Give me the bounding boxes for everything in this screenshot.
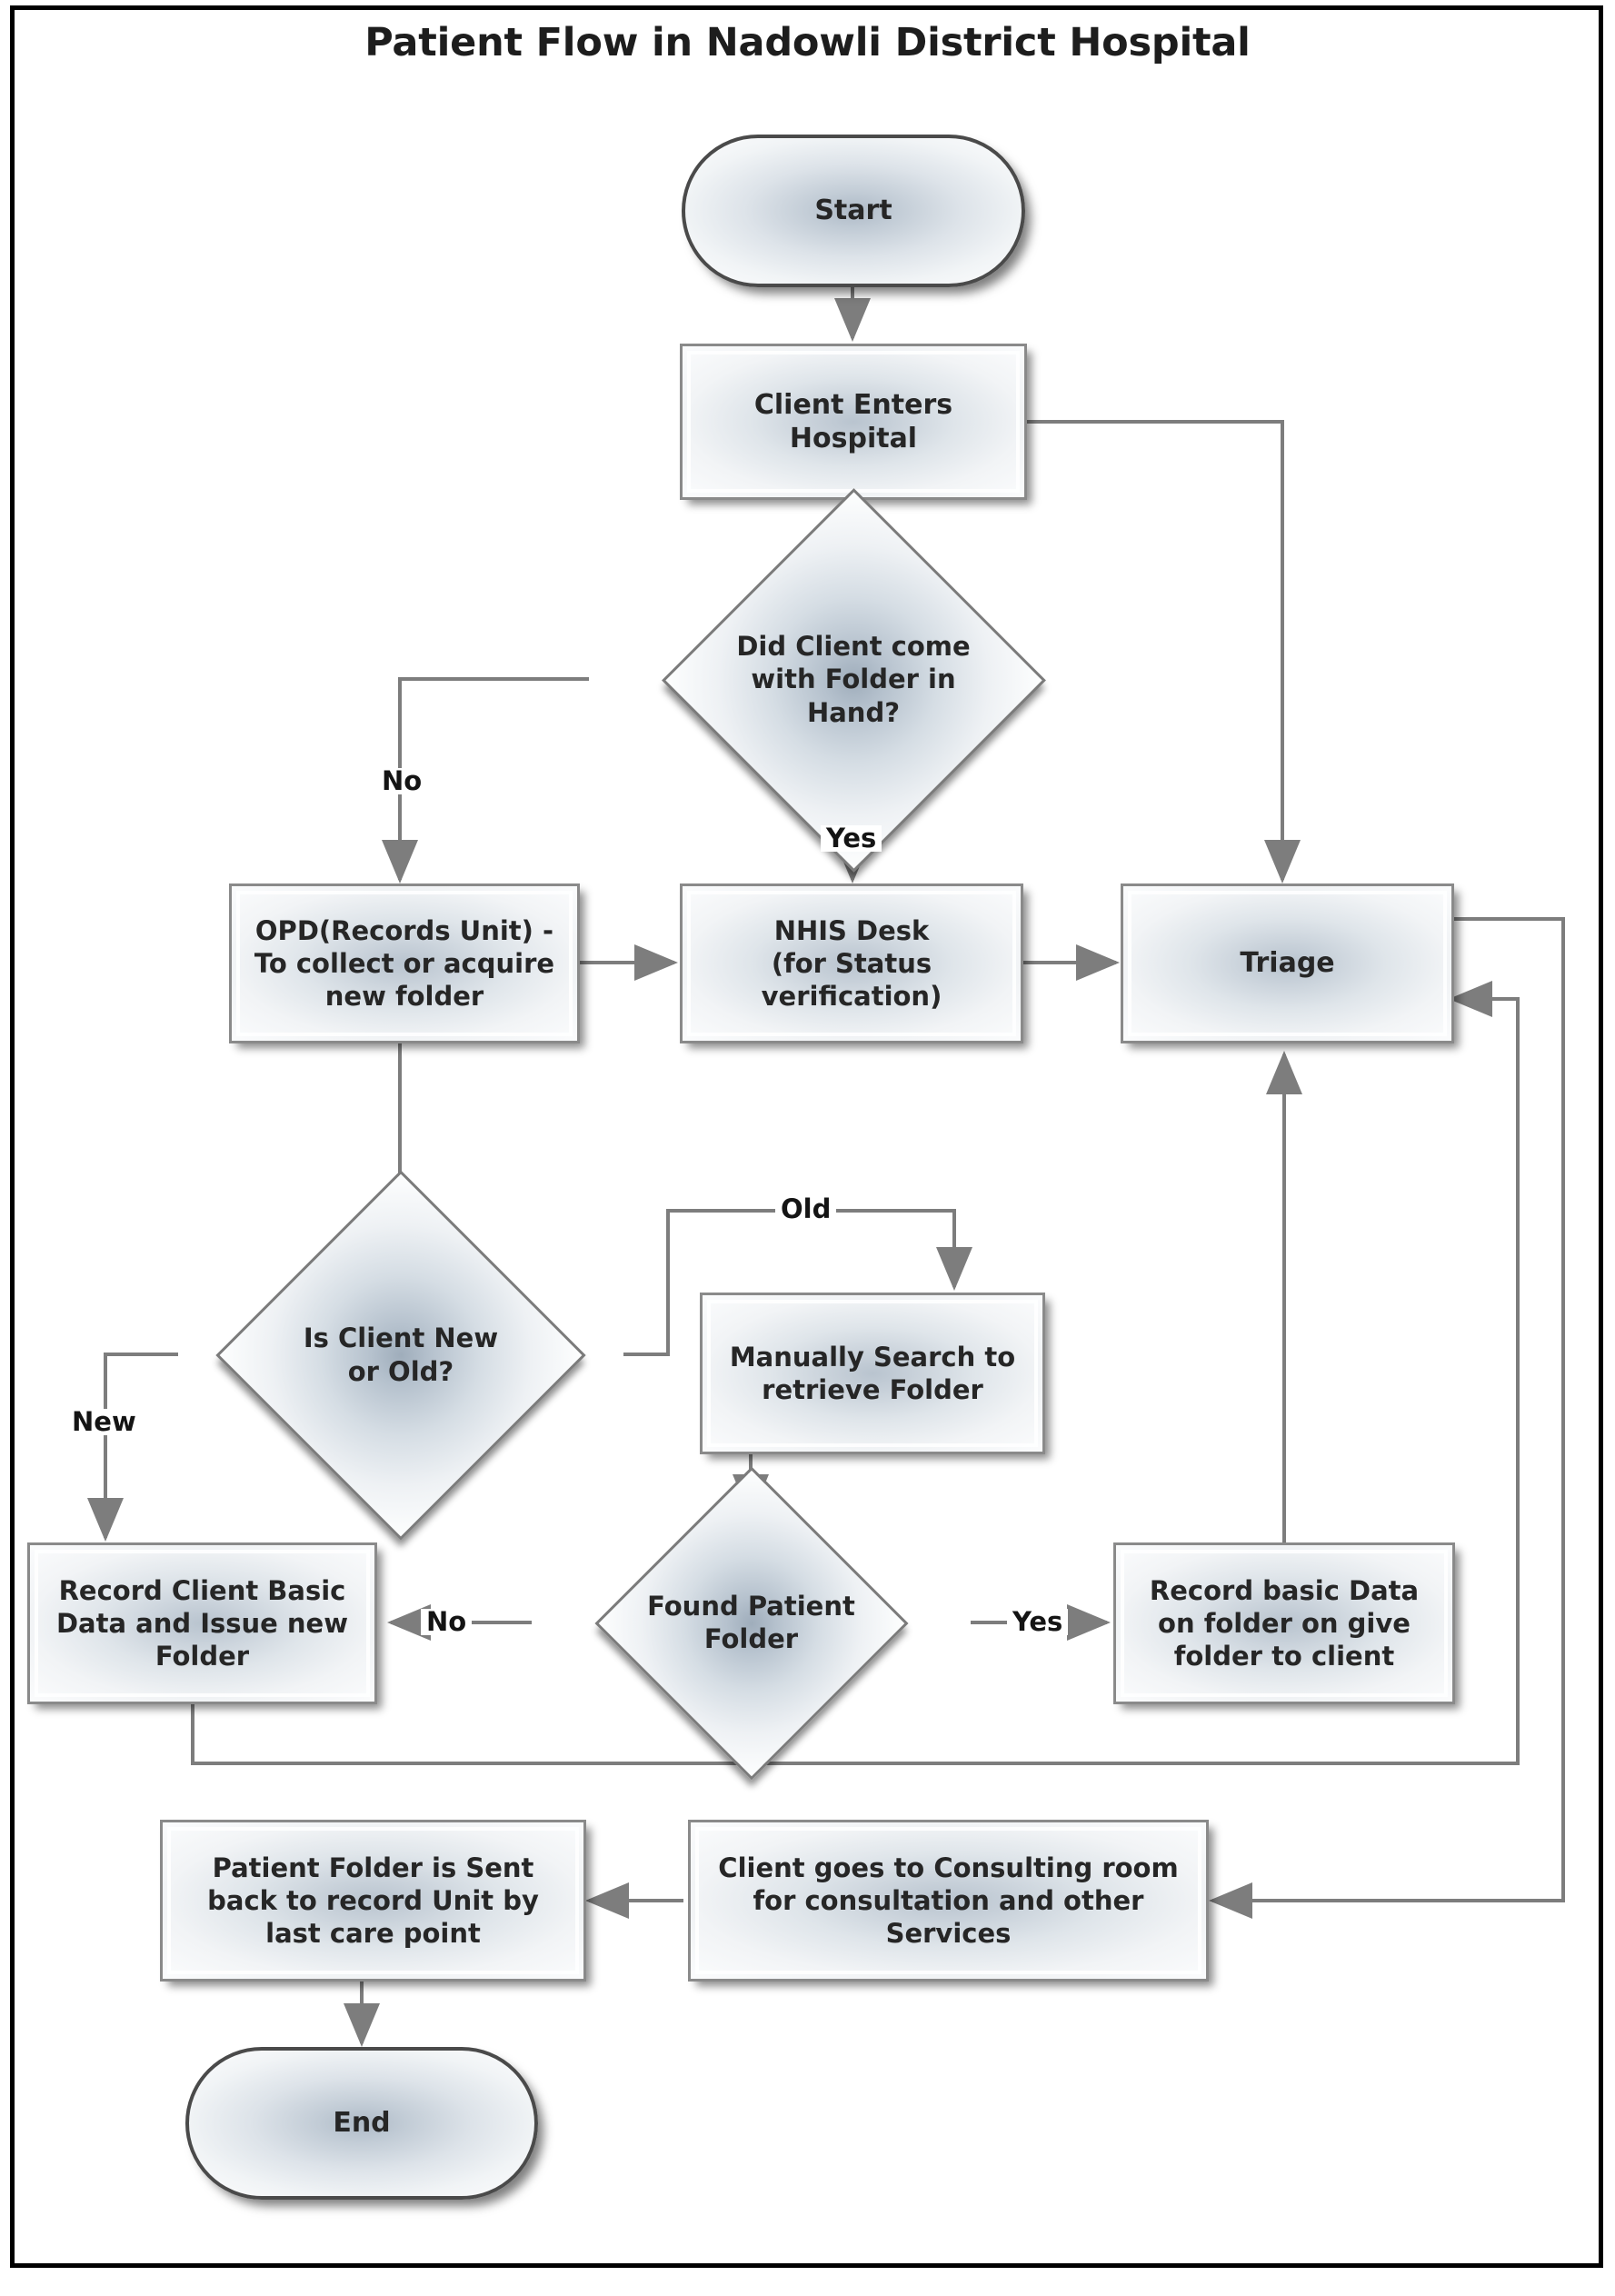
node-opd-records-unit-line2: To collect or acquire — [254, 947, 555, 979]
node-opd-records-unit-line1: OPD(Records Unit) - — [254, 914, 554, 946]
node-decision-client-new-or-old-line2: or Old? — [347, 1355, 454, 1387]
node-patient-folder-sent-back[interactable]: Patient Folder is Sent back to record Un… — [160, 1820, 586, 1982]
node-client-goes-to-consulting-room[interactable]: Client goes to Consulting room for consu… — [688, 1820, 1209, 1982]
edge-recordnew-to-triage — [191, 981, 1520, 1765]
node-client-goes-to-consulting-room-line1: Client goes to Consulting room — [718, 1852, 1179, 1883]
node-decision-client-new-or-old[interactable]: Is Client New or Old? — [174, 1169, 627, 1541]
node-record-basic-data-on-folder-line2: on folder on give — [1158, 1607, 1411, 1639]
node-record-basic-data-on-folder-line3: folder to client — [1173, 1641, 1395, 1672]
node-client-enters-hospital[interactable]: Client Enters Hospital — [680, 344, 1027, 500]
node-nhis-desk[interactable]: NHIS Desk (for Status verification) — [680, 883, 1023, 1043]
node-patient-folder-sent-back-line1: Patient Folder is Sent — [212, 1852, 534, 1883]
node-decision-folder-in-hand-line1: Did Client come — [736, 631, 971, 663]
node-triage-label: Triage — [1240, 947, 1335, 980]
node-client-goes-to-consulting-room-line2: for consultation and other — [753, 1884, 1144, 1916]
edge-newoldq-old-to-manual — [623, 1209, 972, 1356]
node-manually-search-folder-line1: Manually Search to — [729, 1341, 1016, 1373]
node-nhis-desk-line1: NHIS Desk — [773, 914, 930, 946]
node-client-goes-to-consulting-room-line3: Services — [885, 1918, 1012, 1950]
node-decision-found-patient-folder-line2: Folder — [703, 1623, 799, 1654]
edge-label-old: Old — [775, 1196, 837, 1223]
page-title: Patient Flow in Nadowli District Hospita… — [364, 20, 1251, 65]
node-opd-records-unit-line3: new folder — [324, 981, 484, 1013]
edge-folderq-no-to-opd — [382, 677, 589, 883]
edge-label-no-folder: No — [376, 768, 428, 794]
edge-label-no-found: No — [421, 1609, 473, 1635]
node-decision-folder-in-hand-line2: with Folder in — [751, 664, 956, 695]
node-end-label: End — [333, 2107, 391, 2140]
node-decision-folder-in-hand-line3: Hand? — [806, 696, 901, 728]
node-client-enters-hospital-label: Client Enters Hospital — [753, 388, 953, 455]
node-decision-found-patient-folder-line1: Found Patient — [647, 1590, 855, 1622]
edge-label-new: New — [66, 1409, 142, 1435]
node-record-basic-data-on-folder-line1: Record basic Data — [1149, 1574, 1420, 1606]
node-manually-search-folder[interactable]: Manually Search to retrieve Folder — [700, 1293, 1045, 1454]
node-patient-folder-sent-back-line3: last care point — [265, 1918, 481, 1950]
node-record-client-basic-data[interactable]: Record Client Basic Data and Issue new F… — [27, 1542, 377, 1704]
node-decision-folder-in-hand[interactable]: Did Client come with Folder in Hand? — [636, 487, 1071, 873]
node-start-label: Start — [814, 195, 892, 227]
node-decision-found-patient-folder[interactable]: Found Patient Folder — [527, 1465, 975, 1781]
edge-enters-to-triage — [1025, 420, 1301, 883]
node-nhis-desk-line3: verification) — [761, 981, 942, 1013]
node-nhis-desk-line2: (for Status — [771, 947, 932, 979]
edge-label-yes-found: Yes — [1007, 1609, 1069, 1635]
node-record-client-basic-data-line1: Record Client Basic — [58, 1574, 346, 1606]
edge-label-yes-folder: Yes — [821, 825, 882, 852]
node-start[interactable]: Start — [682, 135, 1025, 287]
node-patient-folder-sent-back-line2: back to record Unit by — [207, 1884, 539, 1916]
node-end[interactable]: End — [185, 2047, 538, 2200]
node-triage[interactable]: Triage — [1121, 883, 1454, 1043]
node-record-client-basic-data-line2: Data and Issue new — [55, 1607, 349, 1639]
node-record-basic-data-on-folder[interactable]: Record basic Data on folder on give fold… — [1113, 1542, 1455, 1704]
node-opd-records-unit[interactable]: OPD(Records Unit) - To collect or acquir… — [229, 883, 580, 1043]
edge-newoldq-new-to-recordnew — [87, 1353, 178, 1542]
node-decision-client-new-or-old-line1: Is Client New — [303, 1323, 499, 1354]
edge-triage-to-consult — [1209, 917, 1565, 1919]
node-record-client-basic-data-line3: Folder — [155, 1641, 250, 1672]
node-manually-search-folder-line2: retrieve Folder — [762, 1374, 983, 1405]
